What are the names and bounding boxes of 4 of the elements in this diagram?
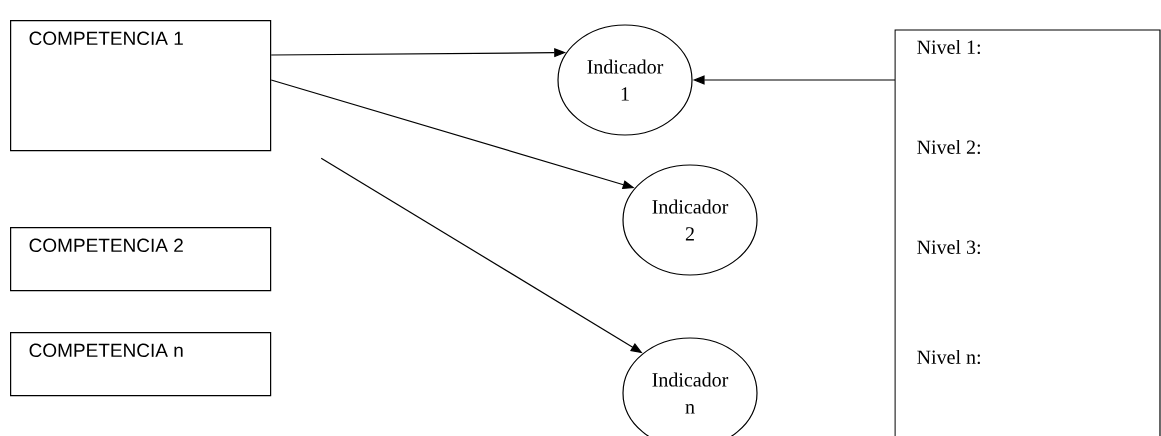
competence-box: COMPETENCIA 2 bbox=[10, 227, 272, 292]
competence-box: COMPETENCIA 1 bbox=[10, 20, 272, 152]
levels-panel: Nivel 1: Nivel 2: Nivel 3: Nivel n: bbox=[894, 29, 1161, 436]
competence-box: COMPETENCIA n bbox=[10, 332, 272, 397]
